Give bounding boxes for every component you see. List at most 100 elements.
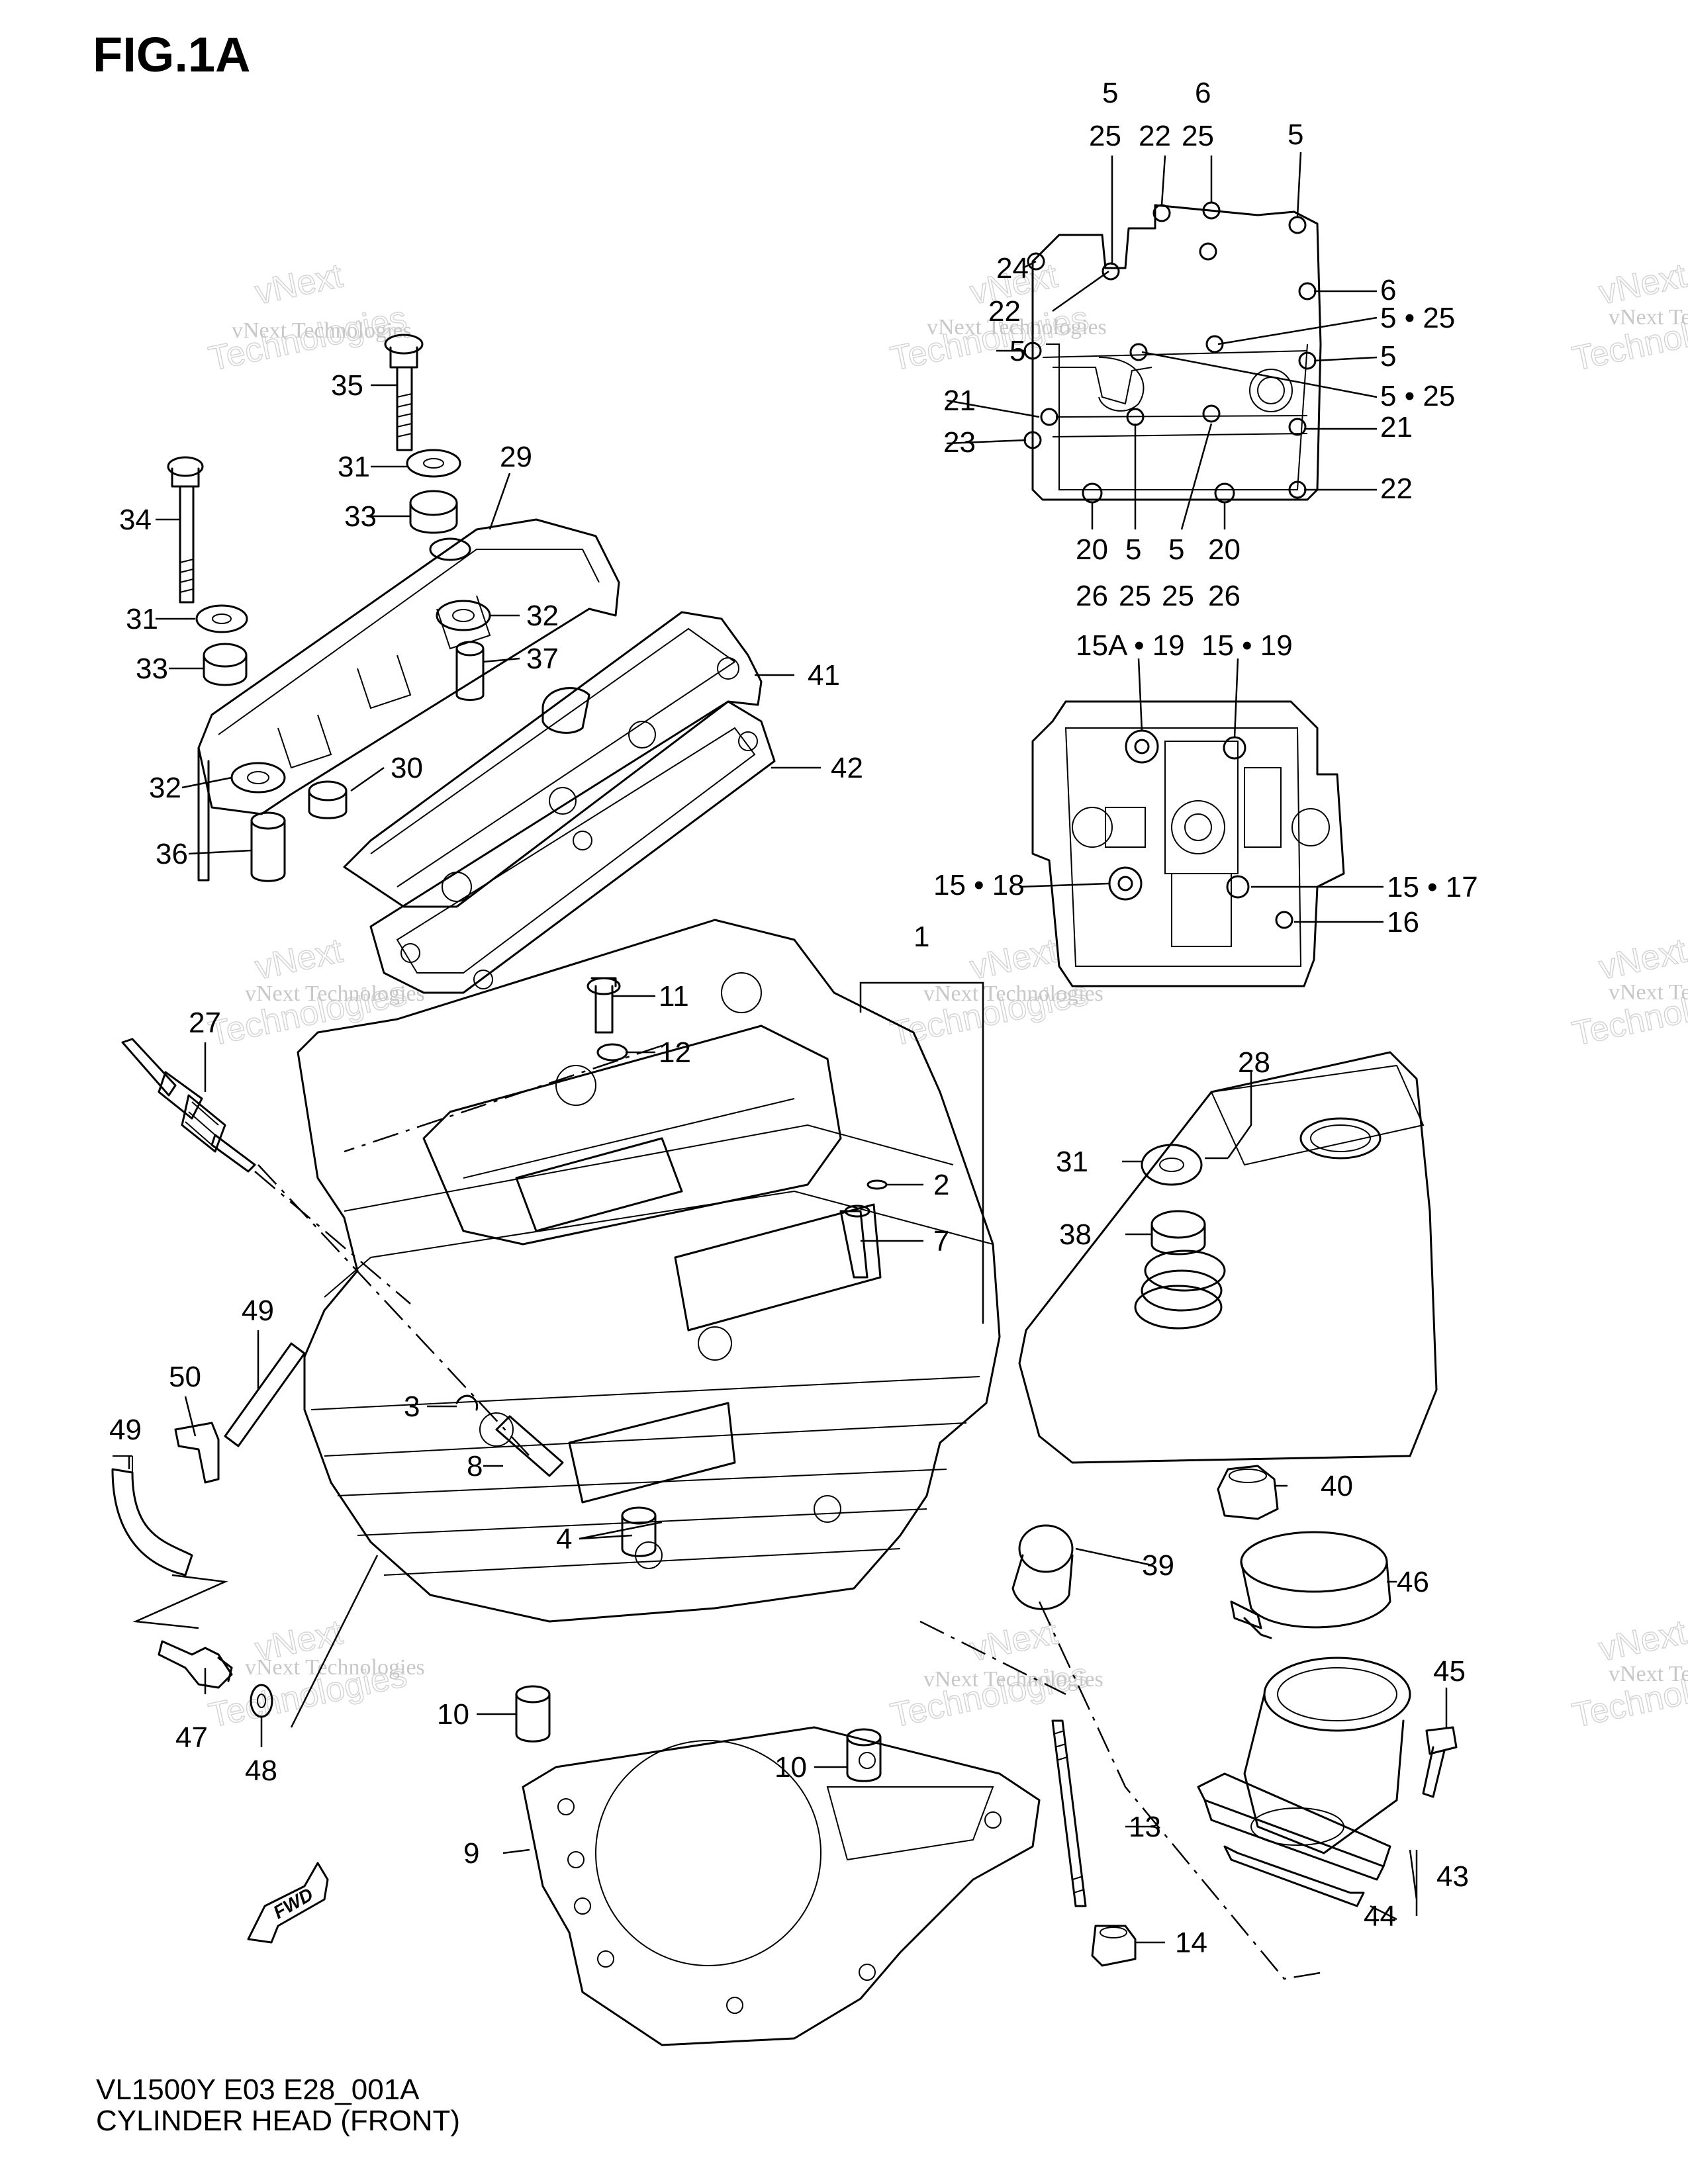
part-callout-label: 33	[344, 500, 377, 533]
spark-plug	[121, 1038, 411, 1304]
part-callout-label: 38	[1059, 1218, 1092, 1251]
part-callout-label: 10	[774, 1751, 807, 1784]
part-callout-label: 27	[189, 1007, 221, 1039]
watermark-logo: vNext	[252, 256, 346, 312]
part-callout-label: 25	[1119, 580, 1151, 612]
assembly-name: CYLINDER HEAD (FRONT)	[96, 2105, 461, 2137]
part-callout-label: 5	[1380, 340, 1396, 373]
part-callout-label: 22	[1139, 120, 1171, 152]
part-callout-label: 21	[1380, 411, 1413, 443]
part-callout-label: 37	[526, 643, 559, 675]
watermark-logo: vNext	[1595, 1613, 1688, 1668]
part-callout-label: 6	[1195, 77, 1211, 109]
part-callout-label: 5	[1125, 533, 1141, 566]
hose-and-fitting-group	[111, 1342, 379, 1728]
part-callout-label: 15 • 18	[933, 869, 1025, 901]
watermark-text: vNext Technologies	[1609, 1662, 1688, 1686]
part-callout-label: 5 • 25	[1380, 302, 1455, 334]
part-callout-label: 4	[556, 1523, 572, 1555]
part-callout-label: 28	[1238, 1046, 1270, 1079]
part-callout-label: 5 • 25	[1380, 380, 1455, 412]
part-callout-label: 48	[245, 1754, 277, 1787]
part-callout-label: 23	[943, 426, 976, 459]
watermark-logo: vNext	[252, 931, 346, 987]
cylinder-head-top-view	[1019, 658, 1383, 987]
part-callout-label: 5	[1009, 335, 1025, 367]
part-callout-label: 42	[831, 752, 863, 784]
watermark-group: vNext Technologies vNext Technologies vN…	[205, 256, 1688, 1736]
part-callout-label: 43	[1436, 1860, 1469, 1893]
part-callout-label: 5	[1168, 533, 1184, 566]
part-callout-label: 47	[175, 1721, 208, 1754]
part-callout-label: 45	[1433, 1655, 1466, 1688]
part-callout-label: 15 • 19	[1201, 629, 1293, 662]
part-callout-label: 15A • 19	[1076, 629, 1185, 662]
part-callout-label: 15 • 17	[1387, 871, 1478, 903]
part-callout-label: 33	[136, 653, 168, 685]
watermark-text: vNext Technologies	[923, 1667, 1103, 1692]
part-callout-label: 41	[808, 659, 840, 692]
watermark-logo: vNext	[966, 931, 1061, 987]
part-callout-label: 9	[463, 1837, 479, 1870]
watermark-logo: vNext	[1595, 931, 1688, 987]
part-callout-label: 32	[149, 772, 181, 804]
part-callout-label: 22	[988, 295, 1021, 328]
part-callout-label: 49	[242, 1295, 274, 1327]
watermark-logo: vNext	[966, 1613, 1061, 1668]
part-callout-label: 30	[391, 752, 423, 784]
watermark-text: vNext Technologies	[1609, 305, 1688, 330]
part-callout-label: 32	[526, 600, 559, 632]
camshaft-housing-and-gasket	[343, 611, 776, 994]
part-callout-label: 3	[404, 1390, 420, 1423]
part-callout-label: 29	[500, 441, 532, 473]
part-callout-label: 5	[1102, 77, 1118, 109]
part-callout-label: 22	[1380, 473, 1413, 505]
part-callout-label: 13	[1129, 1811, 1161, 1843]
part-callout-label: 24	[996, 252, 1029, 285]
intake-pipe-assembly	[1038, 1531, 1458, 1980]
part-callout-label: 7	[933, 1225, 949, 1257]
watermark-text: vNext Technologies	[1609, 980, 1688, 1005]
watermark-logo: vNext	[1595, 256, 1688, 312]
leader-lines	[128, 384, 1448, 1944]
watermark-text: vNext Technologies	[927, 315, 1107, 340]
part-callout-label: 8	[467, 1450, 483, 1482]
part-callout-label: 26	[1208, 580, 1241, 612]
watermark-text: vNext Technologies	[245, 1655, 425, 1680]
watermark-text: vNext Technologies	[245, 981, 425, 1006]
part-callout-label: 35	[331, 369, 363, 402]
part-callout-label: 39	[1142, 1549, 1174, 1582]
part-callout-label: 49	[109, 1414, 142, 1446]
part-callout-label: 50	[169, 1361, 201, 1393]
part-callout-label: 10	[437, 1698, 469, 1731]
part-callout-label: 44	[1364, 1900, 1396, 1933]
part-callout-label: 46	[1397, 1566, 1429, 1598]
part-callout-label: 20	[1076, 533, 1108, 566]
forward-direction-arrow: FWD	[247, 1862, 329, 1944]
part-callout-label: 20	[1208, 533, 1241, 566]
part-callout-label: 34	[119, 504, 152, 536]
cylinder-head-main	[258, 919, 1001, 1623]
part-callout-label: 40	[1321, 1470, 1353, 1502]
part-callout-label: 5	[1288, 118, 1303, 151]
stud-and-nut	[919, 1620, 1137, 1967]
part-callout-label: 12	[659, 1036, 691, 1069]
part-callout-label: 26	[1076, 580, 1108, 612]
part-callout-label: 31	[126, 603, 158, 635]
watermark-text: vNext Technologies	[232, 318, 412, 343]
part-callout-label: 36	[156, 838, 188, 870]
part-callout-label: 25	[1162, 580, 1194, 612]
dowel-pins	[515, 1685, 882, 1782]
part-callout-label: 25	[1089, 120, 1121, 152]
grommet-and-plug	[1011, 1465, 1279, 1610]
part-callout-label: 14	[1175, 1927, 1207, 1959]
part-callout-label: 16	[1387, 906, 1419, 938]
model-code: VL1500Y E03 E28_001A	[96, 2073, 420, 2106]
figure-title: FIG.1A	[93, 27, 251, 82]
part-callout-label: 25	[1182, 120, 1214, 152]
part-callout-label: 31	[338, 451, 370, 483]
head-cover-detail	[946, 152, 1378, 530]
